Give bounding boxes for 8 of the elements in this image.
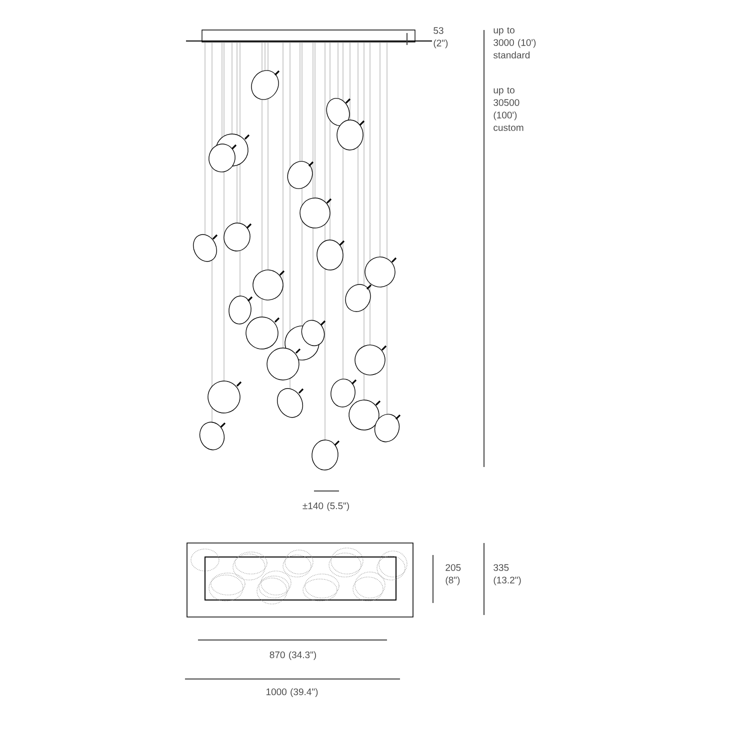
- dimension-label: ±140 (5.5"): [302, 502, 349, 512]
- dimension-label: 1000 (39.4"): [266, 688, 318, 698]
- dimension-label: up to 30500 (100') custom: [494, 87, 524, 131]
- dimension-label: up to 3000 (10') standard: [493, 27, 536, 58]
- dimension-label: 53 (2"): [434, 27, 448, 48]
- dimension-label: 205 (8"): [446, 564, 461, 586]
- dimension-label: 870 (34.3"): [270, 651, 316, 660]
- dimension-label: 335 (13.2"): [494, 564, 521, 586]
